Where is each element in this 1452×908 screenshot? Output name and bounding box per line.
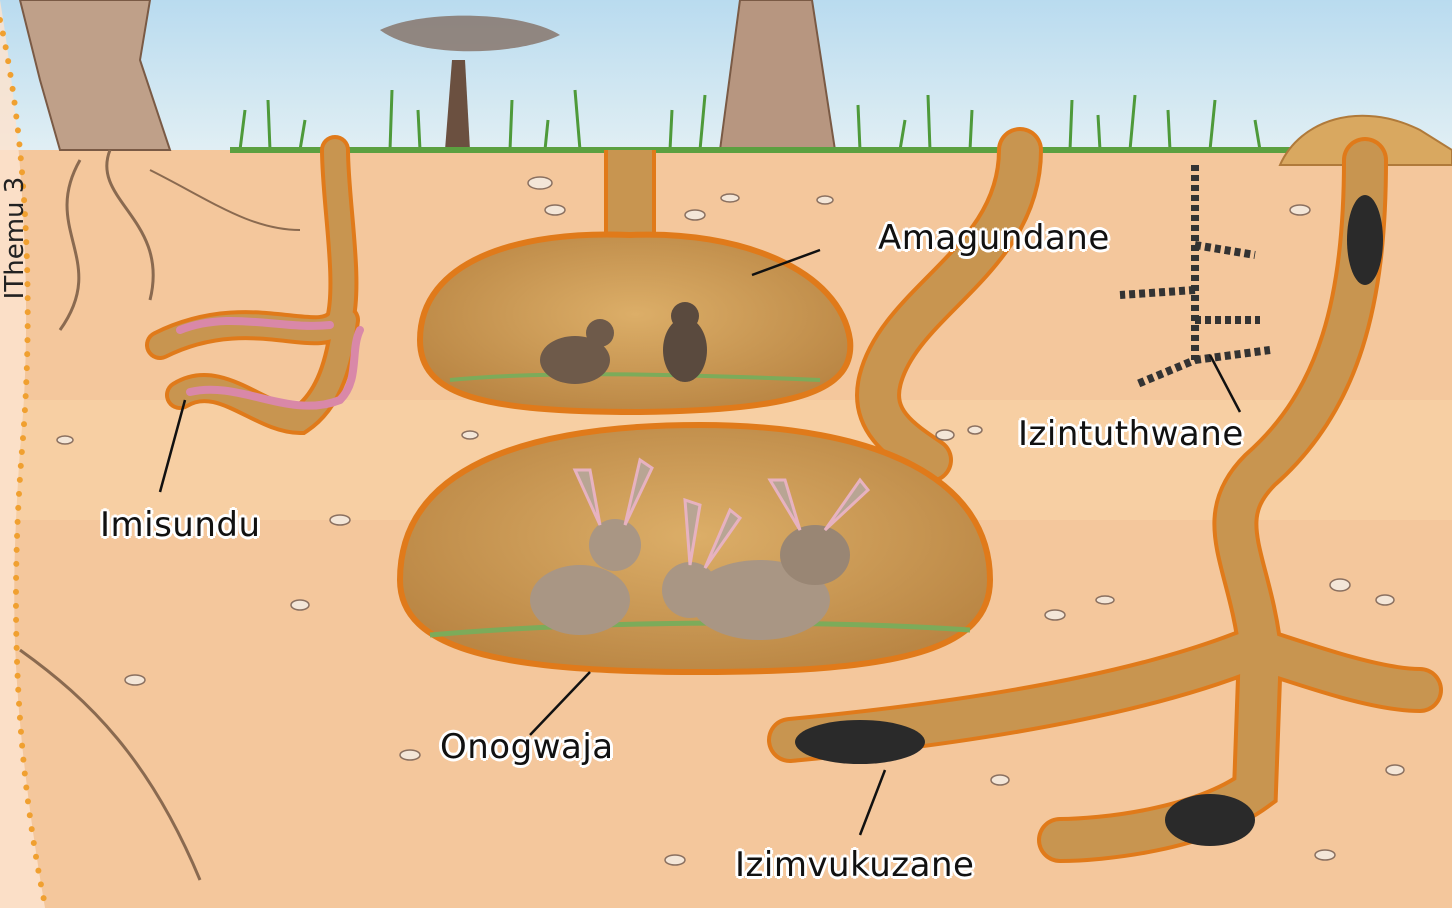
label-amagundane: Amagundane	[878, 218, 1110, 258]
label-izimvukuzane: Izimvukuzane	[735, 845, 974, 885]
label-imisundu: Imisundu	[100, 505, 261, 545]
label-onogwaja: Onogwaja	[440, 727, 614, 767]
label-izintuthwane: Izintuthwane	[1018, 414, 1244, 454]
side-tab-label: IThemu 3	[0, 138, 30, 338]
